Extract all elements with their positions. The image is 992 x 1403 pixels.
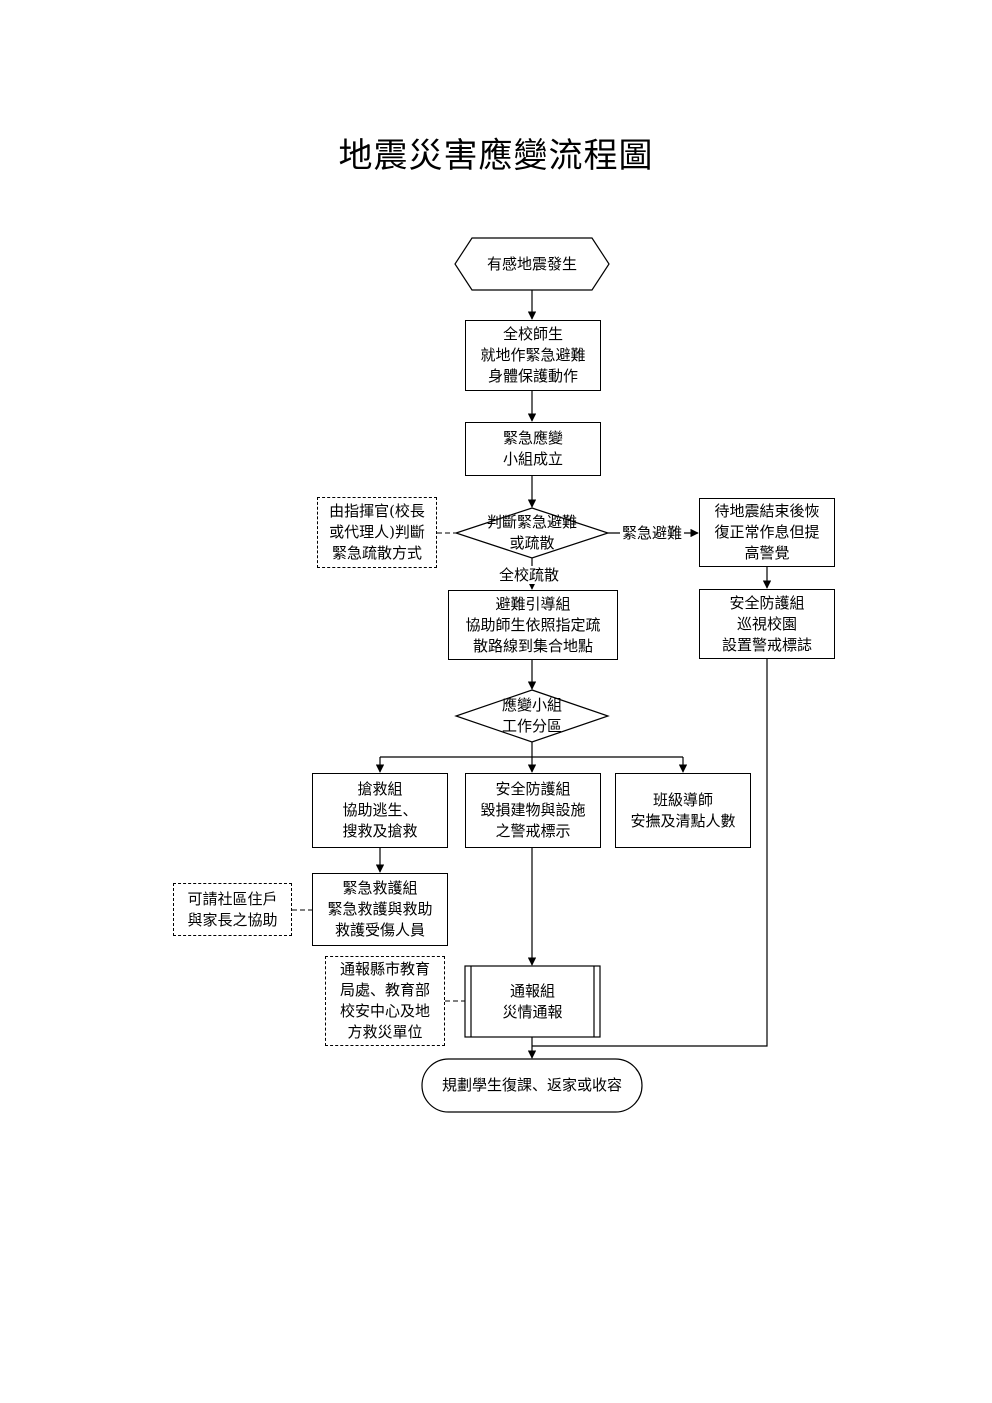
guide-team-line-1: 避難引導組 — [495, 594, 571, 613]
team-formed-line-1: 緊急應變 — [502, 429, 563, 447]
zone-decision-line-1: 應變小組 — [501, 696, 562, 714]
school-evac-label: 全校疏散 — [497, 566, 562, 584]
first-aid-box: 緊急救護組 緊急救護與救助 救護受傷人員 — [312, 873, 448, 946]
security-patrol-line-2: 巡視校園 — [736, 614, 797, 633]
wait-quake-line-1: 待地震結束後恢 — [714, 502, 820, 520]
guide-team-line-3: 散路線到集合地點 — [472, 636, 593, 655]
guide-team-box: 避難引導組 協助師生依照指定疏 散路線到集合地點 — [448, 590, 618, 660]
community-note: 可請社區住戶 與家長之協助 — [173, 883, 292, 936]
start-hexagon — [454, 237, 610, 291]
all-protect-line-3: 身體保護動作 — [487, 367, 578, 385]
security-damage-line-2: 毀損建物與設施 — [480, 801, 586, 819]
report-line-2: 災情通報 — [502, 1002, 563, 1021]
commander-line-1: 由指揮官(校長 — [329, 502, 425, 520]
end-label: 規劃學生復課、返家或收容 — [441, 1076, 622, 1094]
start-node: 有感地震發生 — [470, 238, 594, 290]
notify-units-line-2: 局處、教育部 — [339, 981, 430, 999]
wait-quake-line-3: 高警覺 — [744, 544, 790, 562]
first-aid-line-2: 緊急救護與救助 — [327, 900, 433, 918]
report-line-1: 通報組 — [509, 981, 555, 1000]
team-formed-line-2: 小組成立 — [502, 450, 563, 468]
all-protect-line-1: 全校師生 — [502, 325, 563, 343]
report-node: 通報組 災情通報 — [472, 967, 593, 1036]
notify-units-note: 通報縣市教育 局處、教育部 校安中心及地 方救災單位 — [325, 956, 445, 1046]
security-damage-line-3: 之警戒標示 — [495, 822, 571, 840]
community-line-2: 與家長之協助 — [187, 910, 278, 929]
wait-quake-box: 待地震結束後恢 復正常作息但提 高警覺 — [699, 498, 835, 567]
community-line-1: 可請社區住戶 — [187, 889, 278, 908]
commander-line-3: 緊急疏散方式 — [331, 544, 422, 562]
security-patrol-box: 安全防護組 巡視校園 設置警戒標誌 — [699, 589, 835, 659]
security-patrol-line-1: 安全防護組 — [729, 593, 805, 612]
decision-line-1: 判斷緊急避難 — [486, 513, 577, 531]
notify-units-line-4: 方救災單位 — [347, 1023, 423, 1041]
commander-line-2: 或代理人)判斷 — [329, 523, 425, 541]
teacher-box: 班級導師 安撫及清點人數 — [615, 773, 751, 848]
zone-decision-node: 應變小組 工作分區 — [480, 693, 584, 739]
first-aid-line-1: 緊急救護組 — [342, 879, 418, 897]
security-patrol-line-3: 設置警戒標誌 — [721, 635, 812, 654]
emergency-evac-label: 緊急避難 — [620, 524, 685, 542]
page-title: 地震災害應變流程圖 — [338, 136, 654, 176]
decision-line-2: 或疏散 — [509, 534, 555, 552]
all-protect-line-2: 就地作緊急避難 — [480, 346, 586, 364]
start-label: 有感地震發生 — [486, 254, 577, 273]
end-node: 規劃學生復課、返家或收容 — [424, 1060, 640, 1111]
report-box — [464, 965, 601, 1038]
guide-team-line-2: 協助師生依照指定疏 — [465, 615, 601, 634]
decision-node: 判斷緊急避難 或疏散 — [470, 510, 594, 556]
wait-quake-line-2: 復正常作息但提 — [714, 523, 820, 541]
end-terminator — [421, 1058, 643, 1113]
commander-note: 由指揮官(校長 或代理人)判斷 緊急疏散方式 — [317, 497, 437, 568]
security-damage-box: 安全防護組 毀損建物與設施 之警戒標示 — [465, 773, 601, 848]
rescue-box: 搶救組 協助逃生、 搜救及搶救 — [312, 773, 448, 848]
notify-units-line-1: 通報縣市教育 — [339, 960, 430, 978]
all-protect-box: 全校師生 就地作緊急避難 身體保護動作 — [465, 320, 601, 391]
notify-units-line-3: 校安中心及地 — [339, 1002, 430, 1020]
rescue-line-1: 搶救組 — [357, 780, 403, 798]
teacher-line-1: 班級導師 — [652, 790, 713, 809]
zone-decision-line-2: 工作分區 — [501, 717, 562, 735]
rescue-line-2: 協助逃生、 — [342, 801, 418, 819]
team-formed-box: 緊急應變 小組成立 — [465, 422, 601, 476]
security-damage-line-1: 安全防護組 — [495, 780, 571, 798]
rescue-line-3: 搜救及搶救 — [342, 822, 418, 840]
first-aid-line-3: 救護受傷人員 — [334, 921, 425, 939]
teacher-line-2: 安撫及清點人數 — [630, 811, 736, 830]
